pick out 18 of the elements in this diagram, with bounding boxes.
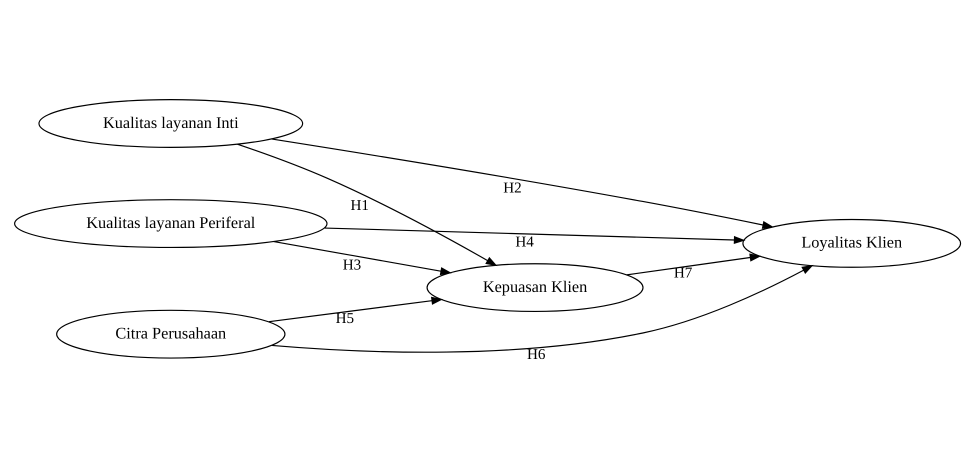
edge-label: H7 xyxy=(673,265,692,282)
edge-label: H6 xyxy=(526,346,545,363)
edge-label: H4 xyxy=(514,234,534,250)
arrow xyxy=(270,138,774,228)
node-ellipse: Citra Perusahaan xyxy=(56,309,286,358)
edge-label: H2 xyxy=(502,180,522,196)
arrow xyxy=(236,143,497,266)
arrow xyxy=(268,296,443,322)
edge-label: H1 xyxy=(350,197,368,214)
node-ellipse: Kepuasan Klien xyxy=(426,262,644,312)
arrow xyxy=(324,226,746,244)
arrow xyxy=(273,240,452,275)
arrow xyxy=(271,264,813,352)
node-ellipse: Kualitas layanan Inti xyxy=(38,98,303,148)
edge-label: H5 xyxy=(335,310,354,326)
arrow xyxy=(626,253,761,275)
node-ellipse: Kualitas layanan Periferal xyxy=(14,198,328,248)
edge-label: H3 xyxy=(342,256,361,273)
